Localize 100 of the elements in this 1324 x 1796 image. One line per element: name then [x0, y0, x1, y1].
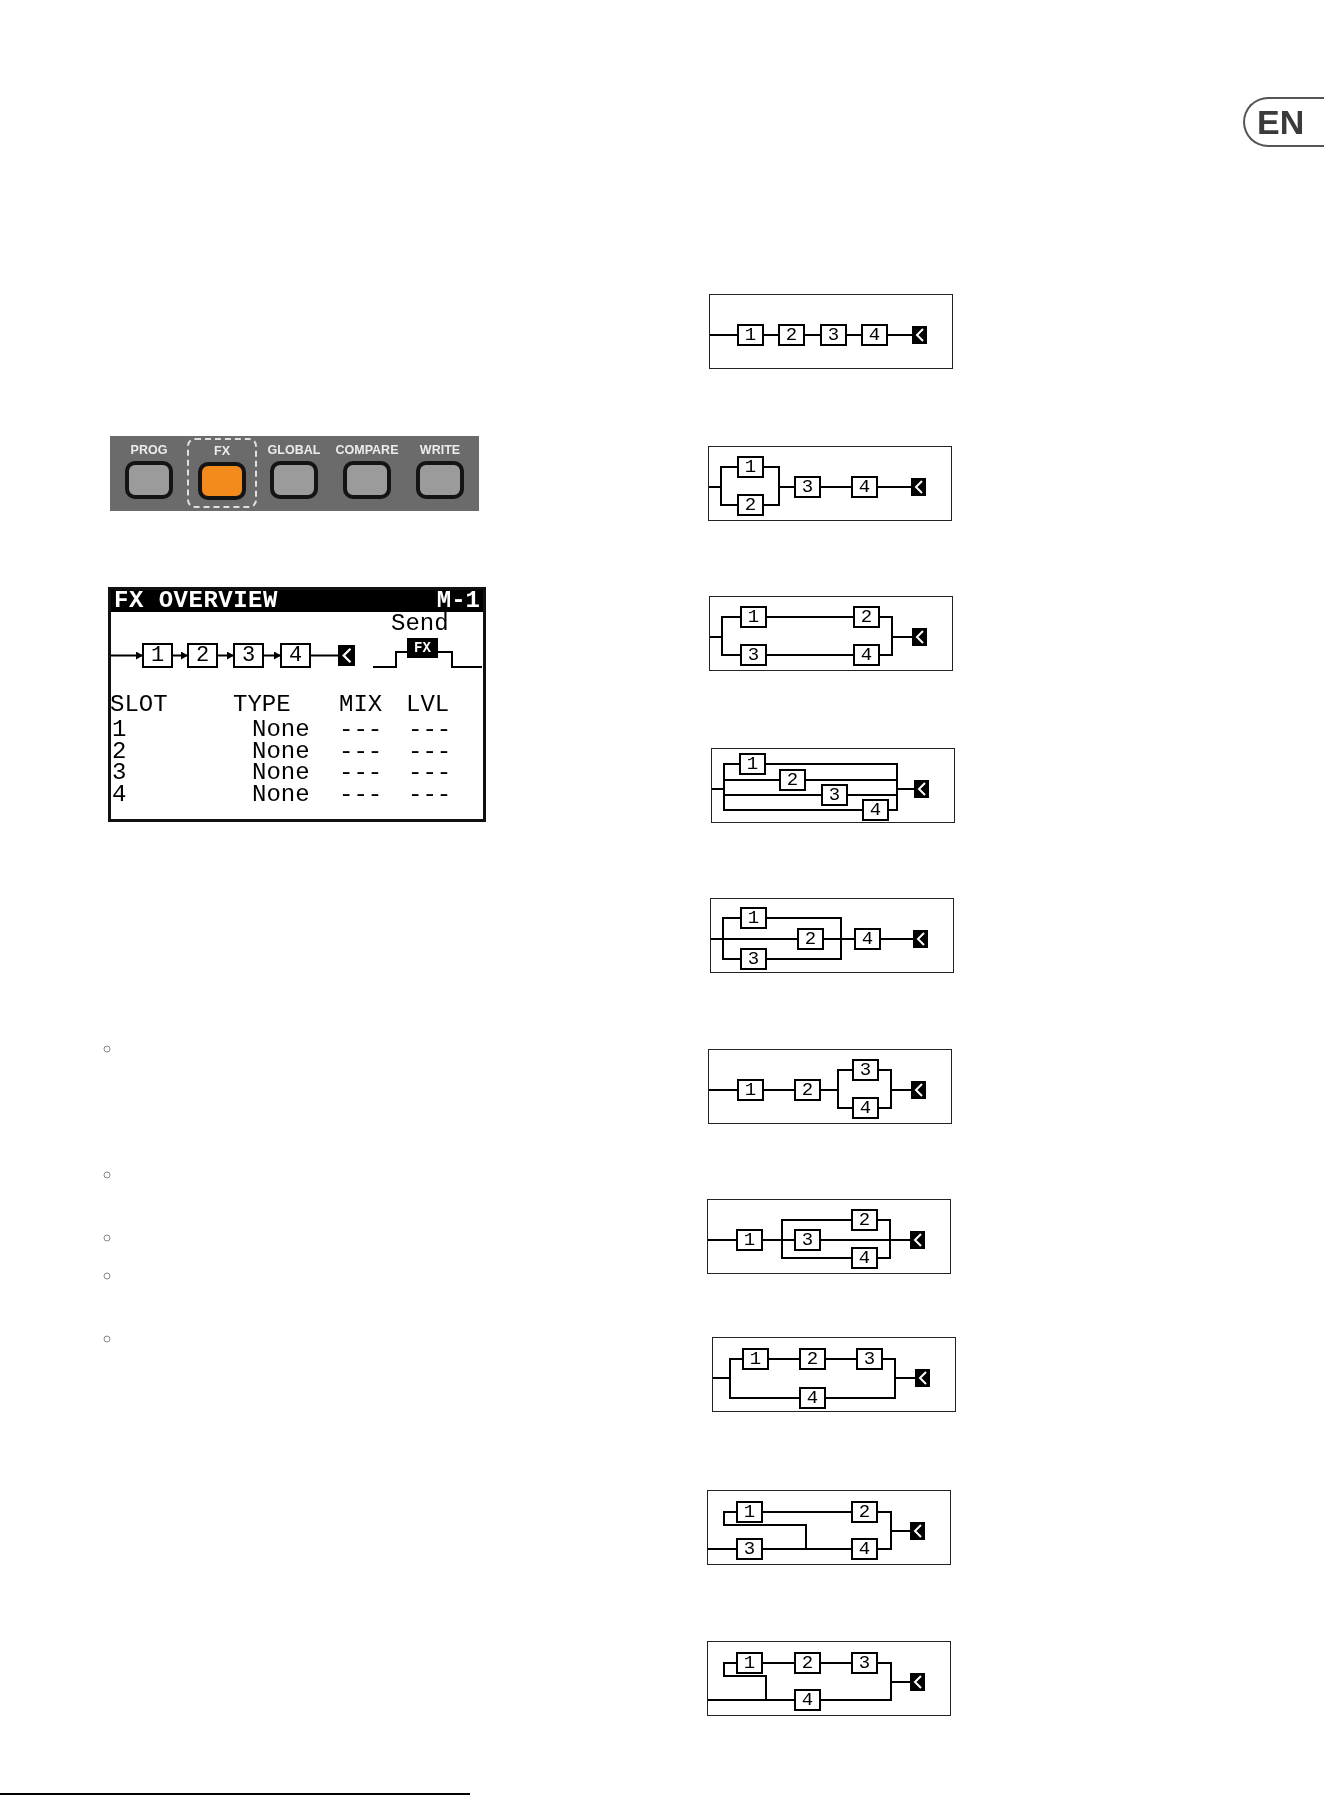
- signal-line: [878, 1089, 912, 1109]
- signal-line: [763, 486, 795, 506]
- routing-display: [708, 446, 952, 521]
- arrow: [110, 651, 143, 660]
- fx-slot: 1: [740, 606, 767, 628]
- level-value: ---: [408, 719, 452, 741]
- fx-slot: 2: [778, 324, 805, 346]
- signal-line: [888, 788, 915, 811]
- fx-slot: 4: [851, 1538, 878, 1560]
- signal-line: [708, 486, 738, 506]
- fx-slot: 2: [187, 643, 218, 668]
- lcd-screen: [108, 587, 486, 822]
- signal-line: [820, 1662, 852, 1664]
- routing-display: [707, 1199, 951, 1274]
- signal-line: [766, 654, 854, 656]
- output-symbol: [910, 1673, 925, 1691]
- signal-line: [310, 654, 339, 657]
- signal-line: [820, 486, 852, 488]
- fx-slot: 2: [851, 1501, 878, 1523]
- column-header: MIX: [339, 694, 383, 716]
- signal-line: [825, 1377, 916, 1399]
- fx-slot: 4: [280, 643, 311, 668]
- signal-line: [762, 1239, 852, 1259]
- signal-line: [804, 334, 821, 336]
- effect-type: None: [252, 762, 310, 784]
- routing-display: [707, 1490, 951, 1565]
- fx-slot: 4: [862, 799, 889, 821]
- mix-value: ---: [339, 740, 383, 763]
- signal-line: [707, 1239, 737, 1241]
- routing-display: [709, 294, 953, 369]
- fx-slot: 1: [737, 324, 764, 346]
- slot-number: 2: [112, 740, 127, 763]
- signal-line: [846, 334, 862, 336]
- fx-slot: 2: [794, 1652, 821, 1674]
- fx-slot: 1: [740, 907, 767, 929]
- fx-slot: 4: [861, 324, 888, 346]
- signal-line: [762, 1662, 795, 1664]
- fx-slot: 3: [852, 1059, 879, 1081]
- fx-slot: 3: [851, 1652, 878, 1674]
- fx-slot: 3: [736, 1538, 763, 1560]
- signal-line: [710, 938, 741, 960]
- fx-slot: 3: [794, 476, 821, 498]
- fx-slot: 1: [736, 1229, 763, 1251]
- output-symbol: [910, 1231, 925, 1249]
- fx-slot: 3: [740, 644, 767, 666]
- routing-display: [707, 1641, 951, 1716]
- slot-number: 3: [112, 762, 127, 784]
- button-label: FX: [213, 443, 231, 459]
- signal-line: [711, 788, 863, 811]
- column-header: LVL: [406, 694, 450, 716]
- fx-slot: 4: [851, 1247, 878, 1269]
- output-symbol: [911, 478, 926, 496]
- highlight-frame: [187, 438, 257, 508]
- fx-slot: 3: [233, 643, 264, 668]
- fx-slot: 3: [794, 1229, 821, 1251]
- output-symbol: [910, 1522, 925, 1540]
- button-label: GLOBAL: [266, 442, 322, 458]
- button-label: PROG: [129, 442, 169, 458]
- output-symbol: [912, 628, 927, 646]
- fx-slot: 1: [142, 643, 173, 668]
- signal-line: [766, 616, 854, 618]
- signal-line: [880, 938, 914, 940]
- signal-line: [877, 486, 912, 488]
- fx-slot: 1: [739, 753, 766, 775]
- level-value: ---: [408, 783, 452, 806]
- arrow: [172, 651, 188, 660]
- output-symbol: [912, 326, 927, 344]
- fx-slot: 1: [737, 1079, 764, 1101]
- fx-slot: 1: [737, 456, 764, 478]
- slot-number: 4: [112, 783, 127, 806]
- fx-slot: 3: [821, 784, 848, 806]
- send-fx-block: FX: [407, 638, 438, 658]
- fx-slot: 4: [854, 928, 881, 950]
- signal-line: [763, 1089, 795, 1091]
- routing-display: [711, 748, 955, 823]
- signal-line: [712, 1377, 800, 1399]
- effect-type: None: [252, 783, 310, 806]
- fx-slot: 2: [799, 1348, 826, 1370]
- signal-line: [768, 1358, 800, 1360]
- signal-line: [877, 1239, 911, 1259]
- output-symbol: [914, 780, 929, 798]
- mix-value: ---: [339, 783, 383, 806]
- column-header: SLOT: [110, 694, 168, 716]
- slot-number: 1: [112, 719, 127, 741]
- mix-value: ---: [339, 762, 383, 784]
- signal-line: [763, 334, 779, 336]
- button-panel: [110, 436, 479, 511]
- preset-number: M-1: [436, 590, 480, 612]
- signal-line: [820, 1089, 853, 1109]
- signal-line: [766, 938, 855, 960]
- arrow: [263, 651, 281, 660]
- signal-line: [877, 1511, 911, 1532]
- signal-line: [879, 636, 913, 656]
- fx-slot: 4: [794, 1689, 821, 1711]
- fx-slot: 2: [779, 769, 806, 791]
- signal-line: [709, 636, 741, 656]
- mix-value: ---: [339, 719, 383, 741]
- fx-slot: 2: [794, 1079, 821, 1101]
- effect-type: None: [252, 740, 310, 763]
- language-badge: EN: [1243, 97, 1324, 147]
